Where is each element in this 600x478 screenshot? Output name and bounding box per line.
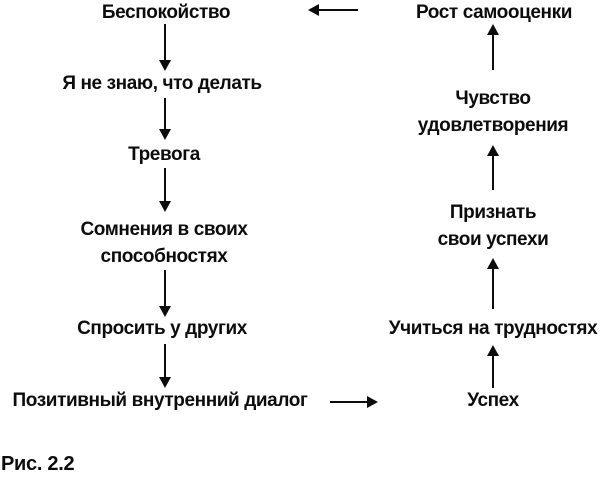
node-doubts-line2: способностях — [100, 246, 228, 267]
node-self-esteem-growth: Рост самооценки — [415, 2, 573, 23]
node-satisfaction-line1: Чувство — [455, 88, 531, 109]
node-positive-inner-dialog: Позитивный внутренний диалог — [12, 390, 308, 411]
arrow-down-icon — [164, 344, 166, 377]
node-worry: Беспокойство — [101, 2, 231, 23]
arrow-down-icon — [164, 98, 166, 129]
arrow-up-icon — [492, 356, 494, 388]
arrow-up-icon — [492, 269, 494, 309]
arrow-down-icon — [164, 168, 166, 201]
node-satisfaction-line2: удовлетворения — [417, 115, 569, 136]
arrow-down-icon — [164, 24, 166, 60]
node-ask-others: Спросить у других — [77, 318, 247, 339]
node-dont-know-what-to-do: Я не знаю, что делать — [62, 73, 262, 94]
node-success: Успех — [467, 390, 519, 411]
node-doubts-line1: Сомнения в своих — [80, 219, 248, 240]
node-doubts-in-abilities: Сомнения в своих способностях — [80, 216, 248, 270]
arrow-down-icon — [164, 270, 166, 306]
node-feeling-of-satisfaction: Чувство удовлетворения — [417, 85, 569, 139]
figure-caption: Рис. 2.2 — [1, 453, 75, 475]
node-acknowledge-successes: Признать свои успехи — [438, 199, 549, 253]
arrow-up-icon — [492, 35, 494, 70]
arrow-right-icon — [330, 401, 367, 403]
node-learn-from-difficulties: Учиться на трудностях — [388, 318, 598, 339]
node-anxiety: Тревога — [128, 144, 200, 165]
arrow-left-icon — [319, 9, 358, 11]
node-acknowledge-line2: свои успехи — [437, 229, 549, 250]
node-acknowledge-line1: Признать — [449, 202, 537, 223]
arrow-up-icon — [492, 156, 494, 190]
